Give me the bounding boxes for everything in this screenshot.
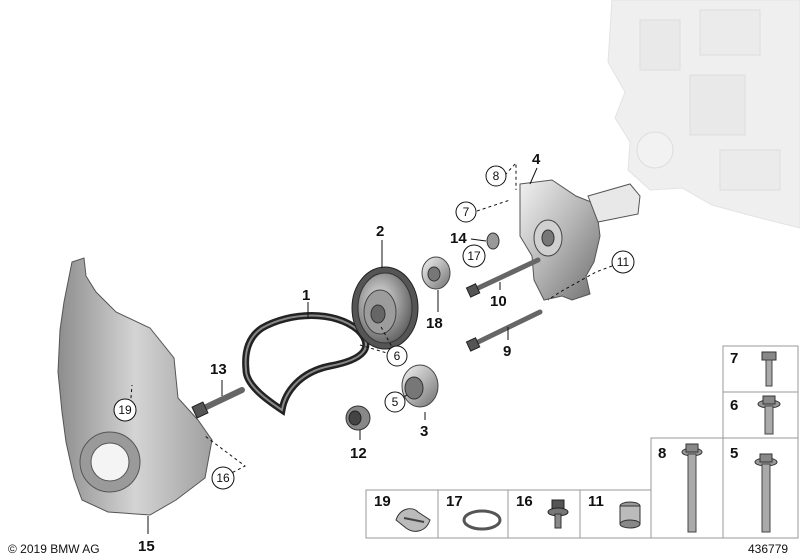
bracket-icon xyxy=(519,179,641,301)
callout-13: 13 xyxy=(210,361,227,378)
vibration-damper-icon xyxy=(351,266,419,350)
diagram-number: 436779 xyxy=(748,542,788,556)
engine-block-icon xyxy=(607,0,800,229)
circled-callout-11: 11 xyxy=(617,255,630,269)
grid-label-8: 8 xyxy=(658,445,666,462)
clip-icon xyxy=(395,508,431,532)
circled-callout-19: 19 xyxy=(118,403,132,417)
circled-callout-7: 7 xyxy=(463,205,470,219)
washer-icon xyxy=(486,232,500,250)
grid-label-16: 16 xyxy=(516,493,533,510)
callout-12: 12 xyxy=(350,445,367,462)
grid-label-17: 17 xyxy=(446,493,463,510)
long-bolt-8-icon xyxy=(681,443,703,533)
belt-tensioner-icon xyxy=(401,364,439,408)
drive-belt-icon xyxy=(242,312,370,416)
callout-1: 1 xyxy=(302,287,310,304)
flange-bolt-7-icon xyxy=(761,351,777,387)
callout-18: 18 xyxy=(426,315,443,332)
callout-15: 15 xyxy=(138,538,155,555)
circled-callout-8: 8 xyxy=(493,169,500,183)
bolt-9-icon xyxy=(465,309,543,352)
callout-3: 3 xyxy=(420,423,428,440)
callout-14: 14 xyxy=(450,230,467,247)
circled-callout-17: 17 xyxy=(467,249,481,263)
grid-label-11: 11 xyxy=(588,493,604,510)
callout-2: 2 xyxy=(376,223,384,240)
o-ring-icon xyxy=(462,509,502,531)
flange-bolt-6-icon xyxy=(757,395,781,435)
callout-9: 9 xyxy=(503,343,511,360)
circled-callouts: 5 6 7 8 11 16 17 19 xyxy=(113,165,635,490)
grid-label-19: 19 xyxy=(374,493,391,510)
callout-10: 10 xyxy=(490,293,507,310)
circled-callout-5: 5 xyxy=(392,395,399,409)
idler-pulley-icon xyxy=(421,256,451,290)
bolt-13-icon xyxy=(191,387,245,419)
heat-shield-icon xyxy=(57,257,213,516)
grid-label-7: 7 xyxy=(730,350,738,367)
hardware-grid: 7 6 8 5 19 17 16 11 xyxy=(365,345,799,539)
screw-16-icon xyxy=(547,499,569,529)
callout-4: 4 xyxy=(532,151,541,168)
circled-callout-16: 16 xyxy=(216,471,230,485)
copyright-text: © 2019 BMW AG xyxy=(8,542,100,556)
circled-callout-6: 6 xyxy=(394,349,401,363)
bolt-10-icon xyxy=(465,257,541,298)
grid-label-6: 6 xyxy=(730,397,738,414)
bushing-icon xyxy=(619,501,641,529)
callout-labels: 1 2 3 4 9 10 12 13 14 15 18 xyxy=(138,151,541,555)
grid-label-5: 5 xyxy=(730,445,738,462)
long-bolt-5-icon xyxy=(754,453,778,533)
cap-icon xyxy=(345,405,371,431)
